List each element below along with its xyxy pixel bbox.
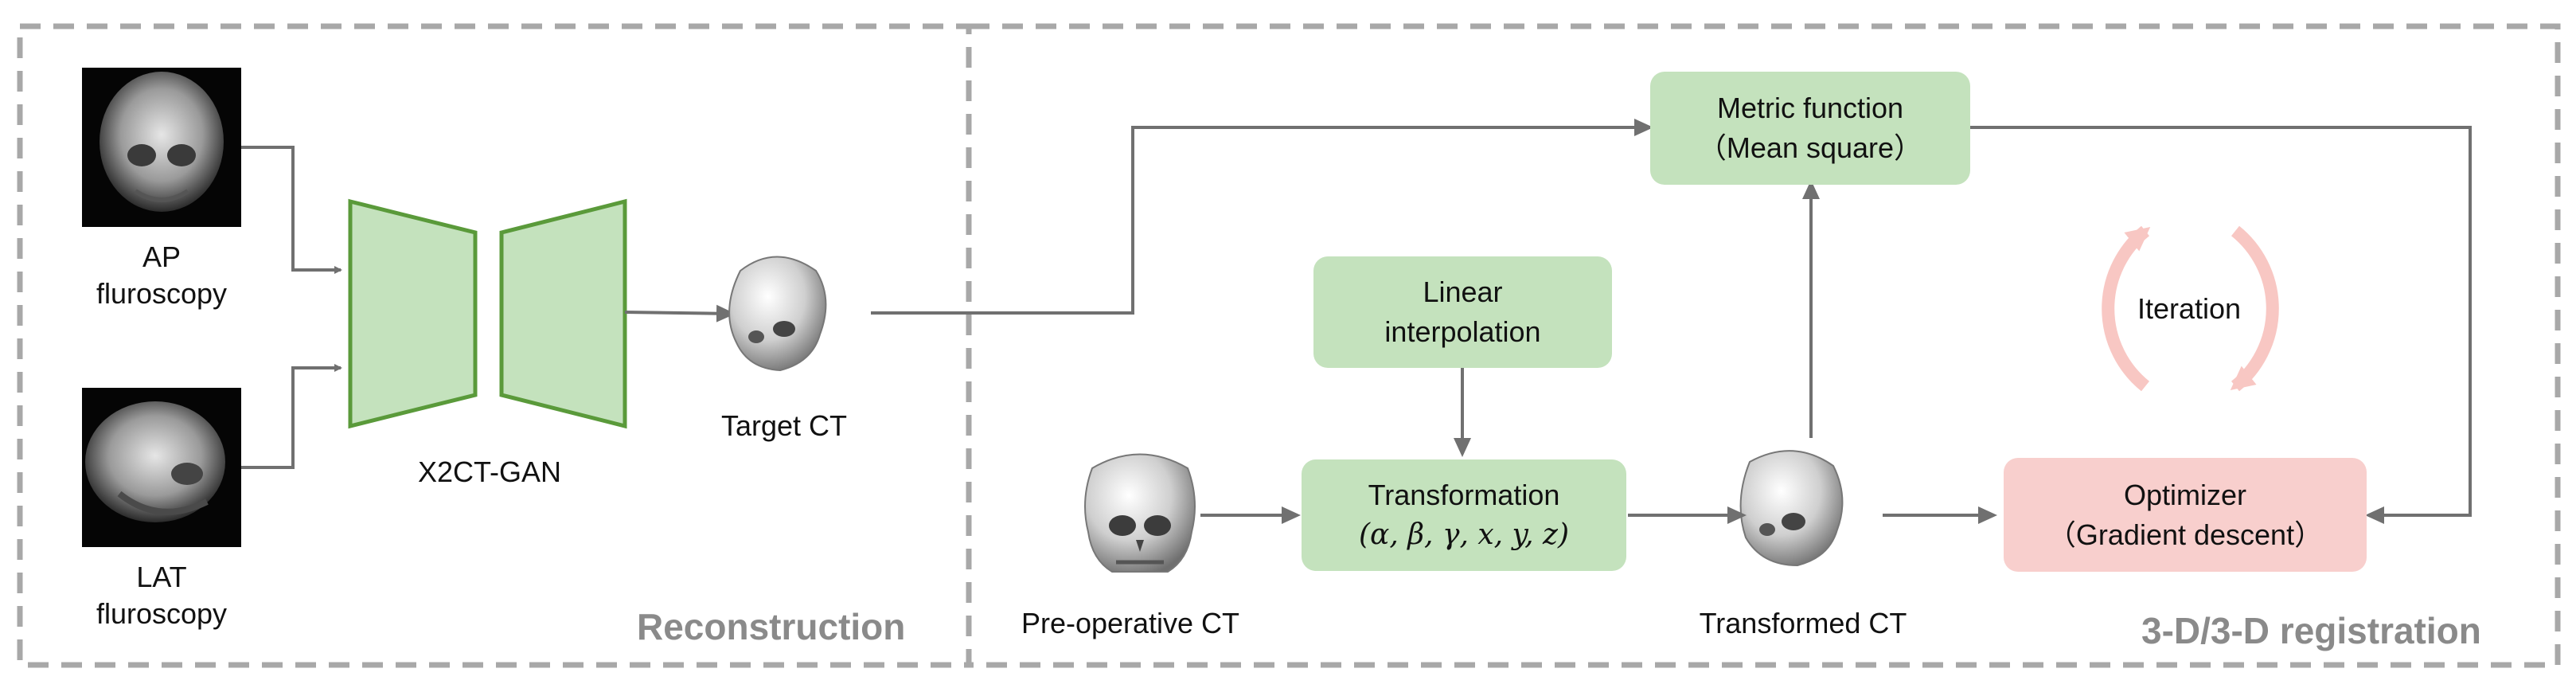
lat-label: LAT fluroscopy bbox=[90, 559, 233, 632]
ap-label-line2: fluroscopy bbox=[96, 277, 228, 310]
skull-icon bbox=[1084, 453, 1196, 573]
ap-label-line1: AP bbox=[142, 240, 181, 273]
gan-decoder-shape bbox=[499, 198, 627, 429]
lat-to-gan-arrow bbox=[241, 364, 342, 469]
target-to-metric-arrow bbox=[871, 119, 1653, 315]
optimizer-box: Optimizer （Gradient descent） bbox=[2004, 458, 2367, 572]
metric-function-title: Metric function bbox=[1716, 92, 1904, 124]
transformation-params: (α, β, γ, x, y, z) bbox=[1359, 518, 1569, 551]
gan-label: X2CT-GAN bbox=[417, 455, 562, 488]
metric-function-box: Metric function （Mean square） bbox=[1650, 72, 1970, 185]
ap-to-gan-arrow bbox=[241, 146, 342, 274]
interpolation-box: Linear interpolation bbox=[1313, 256, 1612, 368]
optimizer-subtitle: （Gradient descent） bbox=[2047, 518, 2324, 551]
ap-xray-icon bbox=[82, 68, 241, 227]
iteration-arrow-right bbox=[2230, 225, 2279, 392]
preop-ct-label: Pre-operative CT bbox=[1021, 607, 1240, 639]
metric-function-subtitle: （Mean square） bbox=[1697, 131, 1923, 164]
lat-label-line1: LAT bbox=[136, 561, 187, 593]
interpolation-line2: interpolation bbox=[1384, 315, 1541, 348]
skull-icon bbox=[728, 256, 827, 372]
gan-to-target-arrow bbox=[624, 304, 736, 323]
gan-encoder-shape bbox=[348, 198, 478, 429]
registration-border bbox=[966, 23, 2561, 668]
target-ct-label: Target CT bbox=[720, 409, 848, 442]
ap-label: AP fluroscopy bbox=[90, 239, 233, 312]
reconstruction-border bbox=[17, 23, 972, 668]
registration-section-title: 3-D/3-D registration bbox=[2141, 610, 2481, 651]
reconstruction-section-title: Reconstruction bbox=[637, 606, 906, 647]
lat-xray-icon bbox=[82, 388, 241, 547]
transformation-title: Transformation bbox=[1368, 479, 1560, 511]
iteration-arrow-left bbox=[2102, 225, 2151, 392]
transformed-ct-label: Transformed CT bbox=[1699, 607, 1907, 639]
iteration-label: Iteration bbox=[2137, 292, 2242, 325]
skull-icon bbox=[1739, 450, 1844, 567]
interpolation-line1: Linear bbox=[1423, 276, 1503, 308]
optimizer-title: Optimizer bbox=[2123, 478, 2247, 511]
transformation-box: Transformation (α, β, γ, x, y, z) bbox=[1302, 459, 1626, 571]
metric-to-optimizer-arrow bbox=[1970, 126, 2472, 524]
lat-label-line2: fluroscopy bbox=[96, 597, 228, 630]
